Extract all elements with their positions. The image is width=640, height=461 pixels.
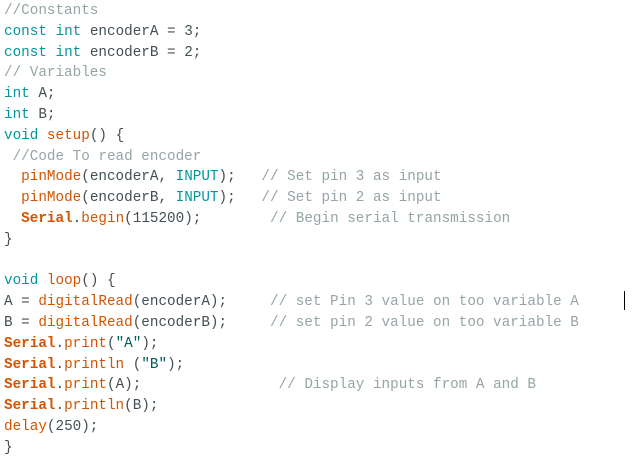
- code-line[interactable]: //Code To read encoder: [4, 147, 579, 168]
- serial-object-token: Serial: [4, 335, 56, 352]
- code-token: A =: [4, 294, 39, 311]
- code-token: .: [55, 335, 65, 352]
- code-token: (encoderA);: [132, 294, 270, 311]
- function-token: loop: [46, 273, 82, 290]
- function-token: pinMode: [21, 169, 82, 186]
- function-token: print: [64, 335, 107, 352]
- comment-token: // Set pin 3 as input: [261, 169, 442, 186]
- keyword-token: int: [4, 106, 30, 123]
- keyword-token: int: [55, 44, 82, 61]
- code-token: [47, 24, 56, 40]
- code-line[interactable]: //Constants: [4, 1, 579, 22]
- comment-token: // Variables: [4, 65, 107, 82]
- code-token: [47, 45, 56, 61]
- code-token: (250);: [46, 418, 99, 435]
- function-token: digitalRead: [38, 294, 133, 311]
- comment-token: // set Pin 3 value on too variable A: [269, 294, 579, 311]
- code-line[interactable]: }: [4, 230, 579, 251]
- code-token: (: [106, 335, 116, 352]
- code-line[interactable]: void loop() {: [4, 271, 579, 292]
- constant-token: INPUT: [175, 169, 219, 186]
- function-token: digitalRead: [38, 314, 133, 331]
- function-token: pinMode: [21, 190, 82, 207]
- function-token: println: [64, 356, 125, 373]
- code-token: [38, 273, 47, 289]
- string-token: "A": [115, 335, 142, 352]
- code-token: [4, 190, 21, 206]
- comment-token: // set pin 2 value on too variable B: [269, 314, 579, 331]
- code-line[interactable]: Serial.print(A); // Display inputs from …: [4, 375, 579, 396]
- keyword-token: const: [4, 23, 47, 40]
- code-token: }: [4, 231, 13, 248]
- constant-token: INPUT: [175, 190, 219, 207]
- function-token: delay: [4, 418, 47, 435]
- code-token: () {: [89, 127, 125, 144]
- serial-object-token: Serial: [4, 398, 56, 415]
- code-token: B =: [4, 314, 39, 331]
- code-token: () {: [81, 273, 116, 290]
- keyword-token: void: [4, 127, 39, 144]
- code-token: (encoderA,: [81, 169, 176, 186]
- comment-token: // Display inputs from A and B: [278, 377, 536, 394]
- code-token: );: [218, 169, 262, 186]
- code-token: );: [218, 190, 262, 207]
- code-token: B;: [29, 106, 56, 123]
- code-line[interactable]: int B;: [4, 105, 579, 126]
- string-token: "B": [141, 356, 168, 373]
- comment-token: // Begin serial transmission: [270, 210, 511, 227]
- code-line[interactable]: void setup() {: [4, 126, 579, 147]
- code-token: }: [4, 439, 13, 456]
- code-token: .: [72, 210, 82, 227]
- function-token: begin: [81, 210, 125, 227]
- code-token: .: [55, 377, 65, 394]
- code-line[interactable]: const int encoderB = 2;: [4, 43, 579, 64]
- code-token: (A);: [106, 377, 279, 394]
- function-token: setup: [46, 127, 90, 144]
- keyword-token: const: [4, 44, 47, 61]
- comment-token: // Set pin 2 as input: [261, 190, 442, 207]
- code-token: );: [141, 335, 159, 352]
- code-token: .: [55, 356, 65, 373]
- code-token: (: [124, 356, 142, 373]
- keyword-token: void: [4, 273, 39, 290]
- code-line[interactable]: Serial.begin(115200); // Begin serial tr…: [4, 209, 579, 230]
- code-line[interactable]: pinMode(encoderA, INPUT); // Set pin 3 a…: [4, 167, 579, 188]
- keyword-token: int: [4, 86, 30, 103]
- code-token: .: [55, 398, 65, 415]
- code-line[interactable]: // Variables: [4, 63, 579, 84]
- code-token: );: [167, 356, 185, 373]
- code-line[interactable]: B = digitalRead(encoderB); // set pin 2 …: [4, 313, 579, 334]
- code-token: (B);: [124, 398, 159, 415]
- code-line[interactable]: int A;: [4, 84, 579, 105]
- code-line[interactable]: delay(250);: [4, 417, 579, 438]
- keyword-token: int: [55, 23, 82, 40]
- code-token: (encoderB);: [132, 314, 270, 331]
- comment-token: //Code To read encoder: [4, 148, 202, 165]
- code-line[interactable]: pinMode(encoderB, INPUT); // Set pin 2 a…: [4, 188, 579, 209]
- code-token: [38, 128, 47, 144]
- serial-object-token: Serial: [4, 377, 56, 394]
- comment-token: //Constants: [4, 3, 99, 19]
- code-token: [4, 169, 21, 185]
- text-cursor: [624, 291, 625, 310]
- code-token: A;: [29, 86, 56, 103]
- code-line[interactable]: Serial.println(B);: [4, 396, 579, 417]
- code-token: encoderB = 2;: [81, 44, 202, 61]
- serial-object-token: Serial: [4, 356, 56, 373]
- code-line[interactable]: A = digitalRead(encoderA); // set Pin 3 …: [4, 292, 579, 313]
- code-line[interactable]: [4, 251, 579, 272]
- code-line[interactable]: }: [4, 438, 579, 459]
- code-token: (115200);: [124, 210, 271, 227]
- code-line[interactable]: Serial.print("A");: [4, 334, 579, 355]
- code-line[interactable]: const int encoderA = 3;: [4, 22, 579, 43]
- code-line[interactable]: Serial.println ("B");: [4, 355, 579, 376]
- code-token: [4, 211, 21, 227]
- function-token: println: [64, 398, 125, 415]
- code-token: encoderA = 3;: [81, 23, 202, 40]
- code-token: (encoderB,: [81, 190, 176, 207]
- serial-object-token: Serial: [21, 210, 73, 227]
- function-token: print: [64, 377, 107, 394]
